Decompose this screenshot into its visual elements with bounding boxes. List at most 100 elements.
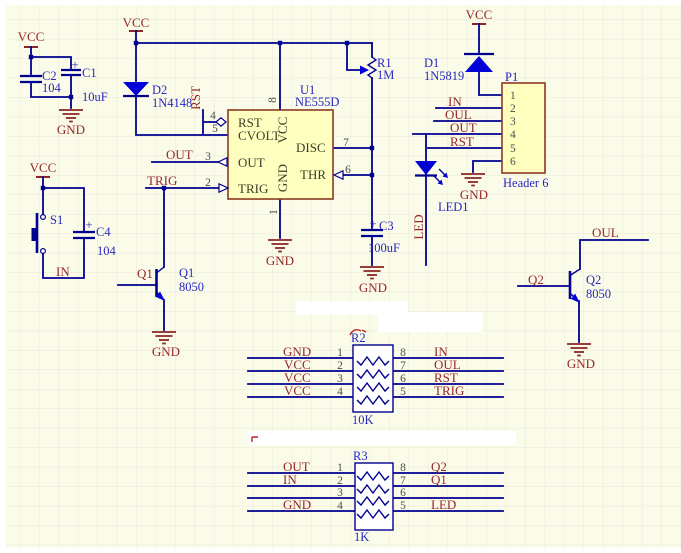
c4-plus-sign: + — [85, 218, 92, 232]
net-label-gnd: GND — [152, 344, 180, 359]
junction-dot — [68, 94, 74, 100]
net-label-out: OUT — [166, 147, 193, 162]
r3-resistor-icon — [356, 483, 390, 495]
pin2-arrow-icon — [218, 182, 230, 194]
c2-value: 104 — [42, 81, 62, 95]
r3-ref: R3 — [353, 449, 368, 463]
u1-pin-name-thr: THR — [300, 167, 326, 182]
r2-pin-5: 5 — [400, 386, 406, 398]
q2-ref: Q2 — [586, 273, 601, 287]
junction-dot — [277, 40, 283, 46]
r1-value: 1M — [377, 68, 394, 82]
d1-diode-icon — [465, 56, 493, 72]
r3-net-right-5: LED — [431, 497, 456, 512]
u1-pin-name-out: OUT — [238, 155, 265, 170]
r2-pin-4: 4 — [337, 386, 343, 398]
s1-ref: S1 — [50, 213, 63, 227]
led1-ref: LED1 — [438, 200, 469, 214]
u1-pin-num-1: 1 — [268, 209, 280, 215]
led1-block: LED1 LED — [411, 133, 469, 266]
r3-pin-8: 8 — [400, 462, 406, 474]
u1-pin-num-6: 6 — [345, 164, 351, 176]
u1-pin-num-3: 3 — [205, 151, 211, 163]
net-label-trig: TRIG — [147, 173, 177, 188]
p1-pin-5: 5 — [510, 143, 516, 155]
r2-resistor-icon — [356, 368, 390, 380]
c1-ref: C1 — [82, 66, 97, 80]
r2-net-right-8: IN — [434, 344, 448, 359]
r3-network-block: R3 OUT IN GND 1 2 3 4 8 7 6 5 Q2 Q1 LED … — [247, 449, 504, 544]
net-label-gnd: GND — [567, 356, 595, 371]
red-eraser-artifact — [251, 436, 258, 442]
r3-pin-3: 3 — [337, 487, 343, 499]
q1-transistor-block: Q1 Q1 8050 GND — [117, 187, 204, 359]
u1-pin-num-8: 8 — [267, 97, 279, 103]
net-label-rst: RST — [450, 134, 474, 149]
net-label-q2: Q2 — [528, 272, 544, 287]
r1-potentiometer: R1 1M — [346, 42, 394, 231]
r2-red-artifact — [349, 328, 367, 336]
r2-resistor-icon — [356, 355, 390, 367]
r2-net-right-5: TRIG — [434, 383, 464, 398]
r1-wiper-arrow-icon — [360, 65, 369, 75]
net-label-vcc: VCC — [18, 29, 45, 44]
r2-pin-1: 1 — [337, 347, 343, 359]
vcc-rail-d2-block: VCC D2 1N4148 RST — [123, 15, 373, 136]
r2-pin-6: 6 — [400, 373, 406, 385]
c4-capacitor-icon — [73, 230, 95, 240]
net-label-rst: RST — [188, 86, 203, 110]
d2-diode-icon — [123, 82, 149, 96]
r2-net-left-4: VCC — [284, 383, 311, 398]
r3-net-left-1: OUT — [283, 459, 310, 474]
r2-pin-2: 2 — [337, 360, 343, 372]
pin3-arrow-icon — [216, 156, 228, 168]
net-label-gnd: GND — [266, 253, 294, 268]
u1-pin-name-disc: DISC — [296, 140, 326, 155]
d2-value: 1N4148 — [152, 96, 192, 110]
d1-header-block: VCC D1 1N5819 P1 1 2 3 4 5 6 Header 6 IN… — [412, 7, 548, 202]
net-label-vcc: VCC — [30, 160, 57, 175]
c4-ref: C4 — [96, 225, 111, 239]
c2-ref: C2 — [42, 69, 57, 83]
c3-cap-block: + C3 100uF GND — [359, 217, 400, 295]
u1-555-timer: U1 NE555D RST CVOLT OUT TRIG DISC THR VC… — [145, 42, 373, 268]
p1-part: Header 6 — [503, 176, 548, 190]
p1-pin-4: 4 — [510, 129, 516, 141]
net-label-gnd: GND — [359, 280, 387, 295]
junction-dot — [369, 145, 375, 151]
junction-dot — [28, 54, 34, 60]
r2-net-left-3: VCC — [284, 370, 311, 385]
pin4-diamond-icon — [215, 117, 227, 127]
p1-ref: P1 — [505, 70, 518, 84]
s1-terminal — [39, 214, 46, 221]
c4-value: 104 — [97, 244, 117, 258]
net-label-vcc: VCC — [123, 15, 150, 30]
u1-pin-num-4: 4 — [210, 110, 216, 122]
u1-pin-name-gnd: GND — [275, 164, 290, 192]
u1-part: NE555D — [295, 95, 339, 109]
r3-body — [354, 462, 394, 531]
r2-net-left-1: GND — [283, 344, 311, 359]
r2-resistor-icon — [356, 381, 390, 393]
u1-body — [227, 109, 334, 200]
net-label-gnd: GND — [57, 122, 85, 137]
c3-plus-sign: + — [369, 217, 376, 231]
u1-pin-name-rst: RST — [238, 115, 262, 130]
r3-net-left-4: GND — [283, 497, 311, 512]
net-label-oul: OUL — [445, 107, 472, 122]
net-label-gnd: GND — [460, 187, 488, 202]
r2-net-right-7: OUL — [434, 357, 461, 372]
decoupling-cap-block: VCC C2 104 + C1 10uF GND — [18, 29, 108, 137]
u1-pin-name-trig: TRIG — [238, 181, 268, 196]
d2-ref: D2 — [152, 83, 167, 97]
q1-ref: Q1 — [179, 266, 194, 280]
q1-emitter-arrow-icon — [156, 291, 165, 301]
net-label-oul: OUL — [592, 225, 619, 240]
q2-transistor-block: OUL Q2 Q2 8050 GND — [517, 225, 649, 371]
r2-pin-3: 3 — [337, 373, 343, 385]
junction-dot — [133, 40, 139, 46]
p1-pin-3: 3 — [510, 116, 516, 128]
r2-net-right-6: RST — [434, 370, 458, 385]
